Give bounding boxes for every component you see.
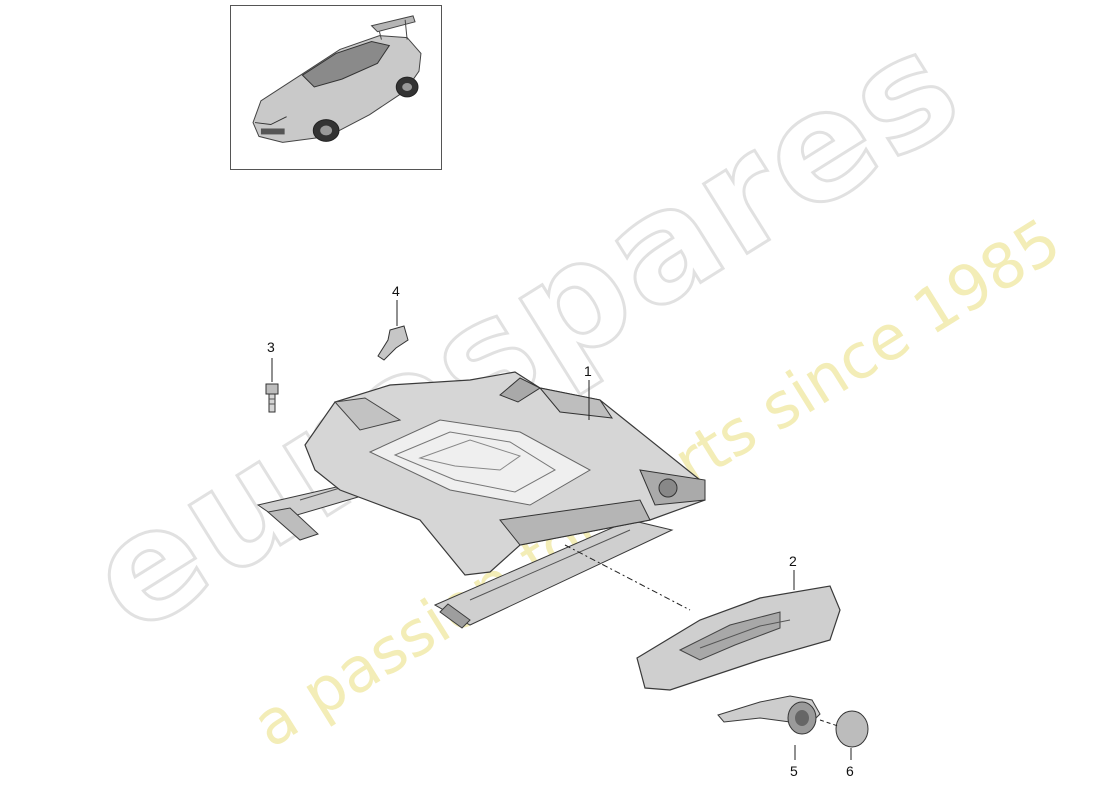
callout-4: 4 <box>392 283 400 299</box>
seat-frame <box>304 371 706 576</box>
callout-3: 3 <box>267 339 275 355</box>
callout-5: 5 <box>790 763 798 779</box>
vehicle-thumbnail <box>230 5 442 170</box>
callout-1: 1 <box>584 363 592 379</box>
cap <box>835 710 869 748</box>
trim-panel <box>636 585 841 691</box>
bolt <box>265 383 279 413</box>
car-illustration <box>252 15 422 143</box>
callout-2: 2 <box>789 553 797 569</box>
callout-6: 6 <box>846 763 854 779</box>
leader-lines <box>271 300 852 760</box>
lever <box>717 695 821 735</box>
bracket <box>377 325 409 361</box>
